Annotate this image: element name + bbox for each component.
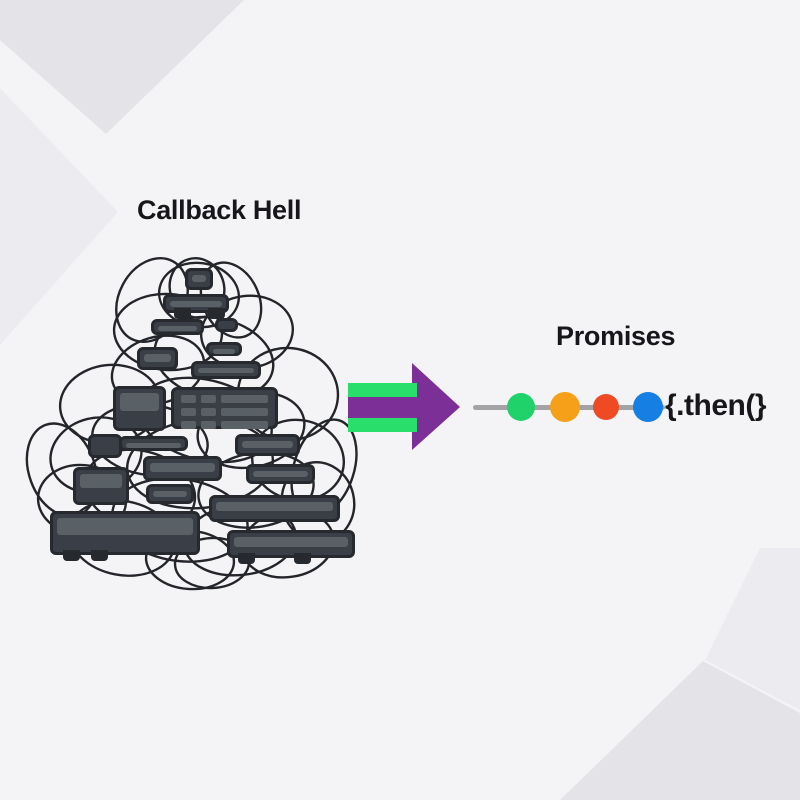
code-block-row bbox=[181, 395, 268, 403]
code-block bbox=[143, 456, 222, 481]
code-block bbox=[191, 361, 261, 379]
block-foot bbox=[238, 553, 255, 564]
code-block-highlight bbox=[213, 349, 235, 354]
code-block bbox=[206, 342, 242, 356]
code-block bbox=[50, 511, 200, 561]
promises-title: Promises bbox=[556, 321, 676, 351]
code-block-highlight bbox=[198, 368, 254, 374]
code-block bbox=[113, 386, 166, 431]
code-block-highlight bbox=[234, 537, 348, 547]
code-block bbox=[209, 495, 340, 522]
code-block-highlight bbox=[192, 275, 206, 283]
code-block-highlight bbox=[158, 326, 197, 331]
code-block bbox=[73, 467, 129, 505]
code-cell-bar bbox=[221, 408, 268, 416]
code-block-highlight bbox=[144, 354, 171, 362]
code-block-highlight bbox=[242, 441, 293, 449]
callback-hell-title: Callback Hell bbox=[137, 195, 302, 225]
code-block-highlight bbox=[253, 471, 308, 478]
code-block bbox=[227, 530, 355, 564]
code-block bbox=[235, 434, 300, 456]
code-block-highlight bbox=[150, 463, 215, 472]
promise-step-red-dot bbox=[593, 394, 619, 420]
code-block bbox=[119, 436, 188, 451]
code-cell-bar bbox=[221, 395, 268, 403]
code-block bbox=[137, 347, 178, 370]
code-block-highlight bbox=[120, 393, 159, 411]
code-block-row bbox=[181, 421, 268, 429]
code-cell-bar bbox=[221, 421, 268, 429]
code-block-highlight bbox=[126, 443, 181, 448]
block-foot bbox=[208, 308, 225, 319]
block-foot bbox=[174, 308, 191, 319]
code-block-row bbox=[181, 408, 268, 416]
promise-step-orange-dot bbox=[550, 392, 580, 422]
arrow-stripe-bottom bbox=[348, 418, 417, 432]
code-block bbox=[246, 464, 315, 484]
code-block-highlight bbox=[216, 502, 333, 512]
code-cell bbox=[181, 395, 196, 403]
arrow-stripe-top bbox=[348, 383, 417, 397]
promise-step-green-dot bbox=[507, 393, 535, 421]
block-foot bbox=[63, 550, 80, 561]
code-cell bbox=[181, 421, 196, 429]
promise-step-blue-dot bbox=[633, 392, 663, 422]
code-block-highlight bbox=[153, 491, 187, 498]
code-block bbox=[146, 484, 194, 504]
arrow-head bbox=[412, 363, 460, 450]
code-block bbox=[215, 318, 238, 332]
code-block bbox=[185, 268, 213, 290]
block-foot bbox=[294, 553, 311, 564]
tangle-loop bbox=[110, 334, 206, 406]
code-cell bbox=[201, 395, 216, 403]
code-cell bbox=[201, 421, 216, 429]
code-block bbox=[163, 294, 229, 319]
code-block-highlight bbox=[57, 518, 193, 536]
block-foot bbox=[91, 550, 108, 561]
code-cell bbox=[181, 408, 196, 416]
code-block-highlight bbox=[170, 301, 222, 307]
code-block-highlight bbox=[80, 474, 122, 489]
arrow-shaft bbox=[348, 397, 417, 418]
then-code-label: {.then(} bbox=[665, 389, 767, 422]
code-block bbox=[171, 387, 278, 429]
code-cell bbox=[201, 408, 216, 416]
code-block bbox=[151, 319, 204, 335]
